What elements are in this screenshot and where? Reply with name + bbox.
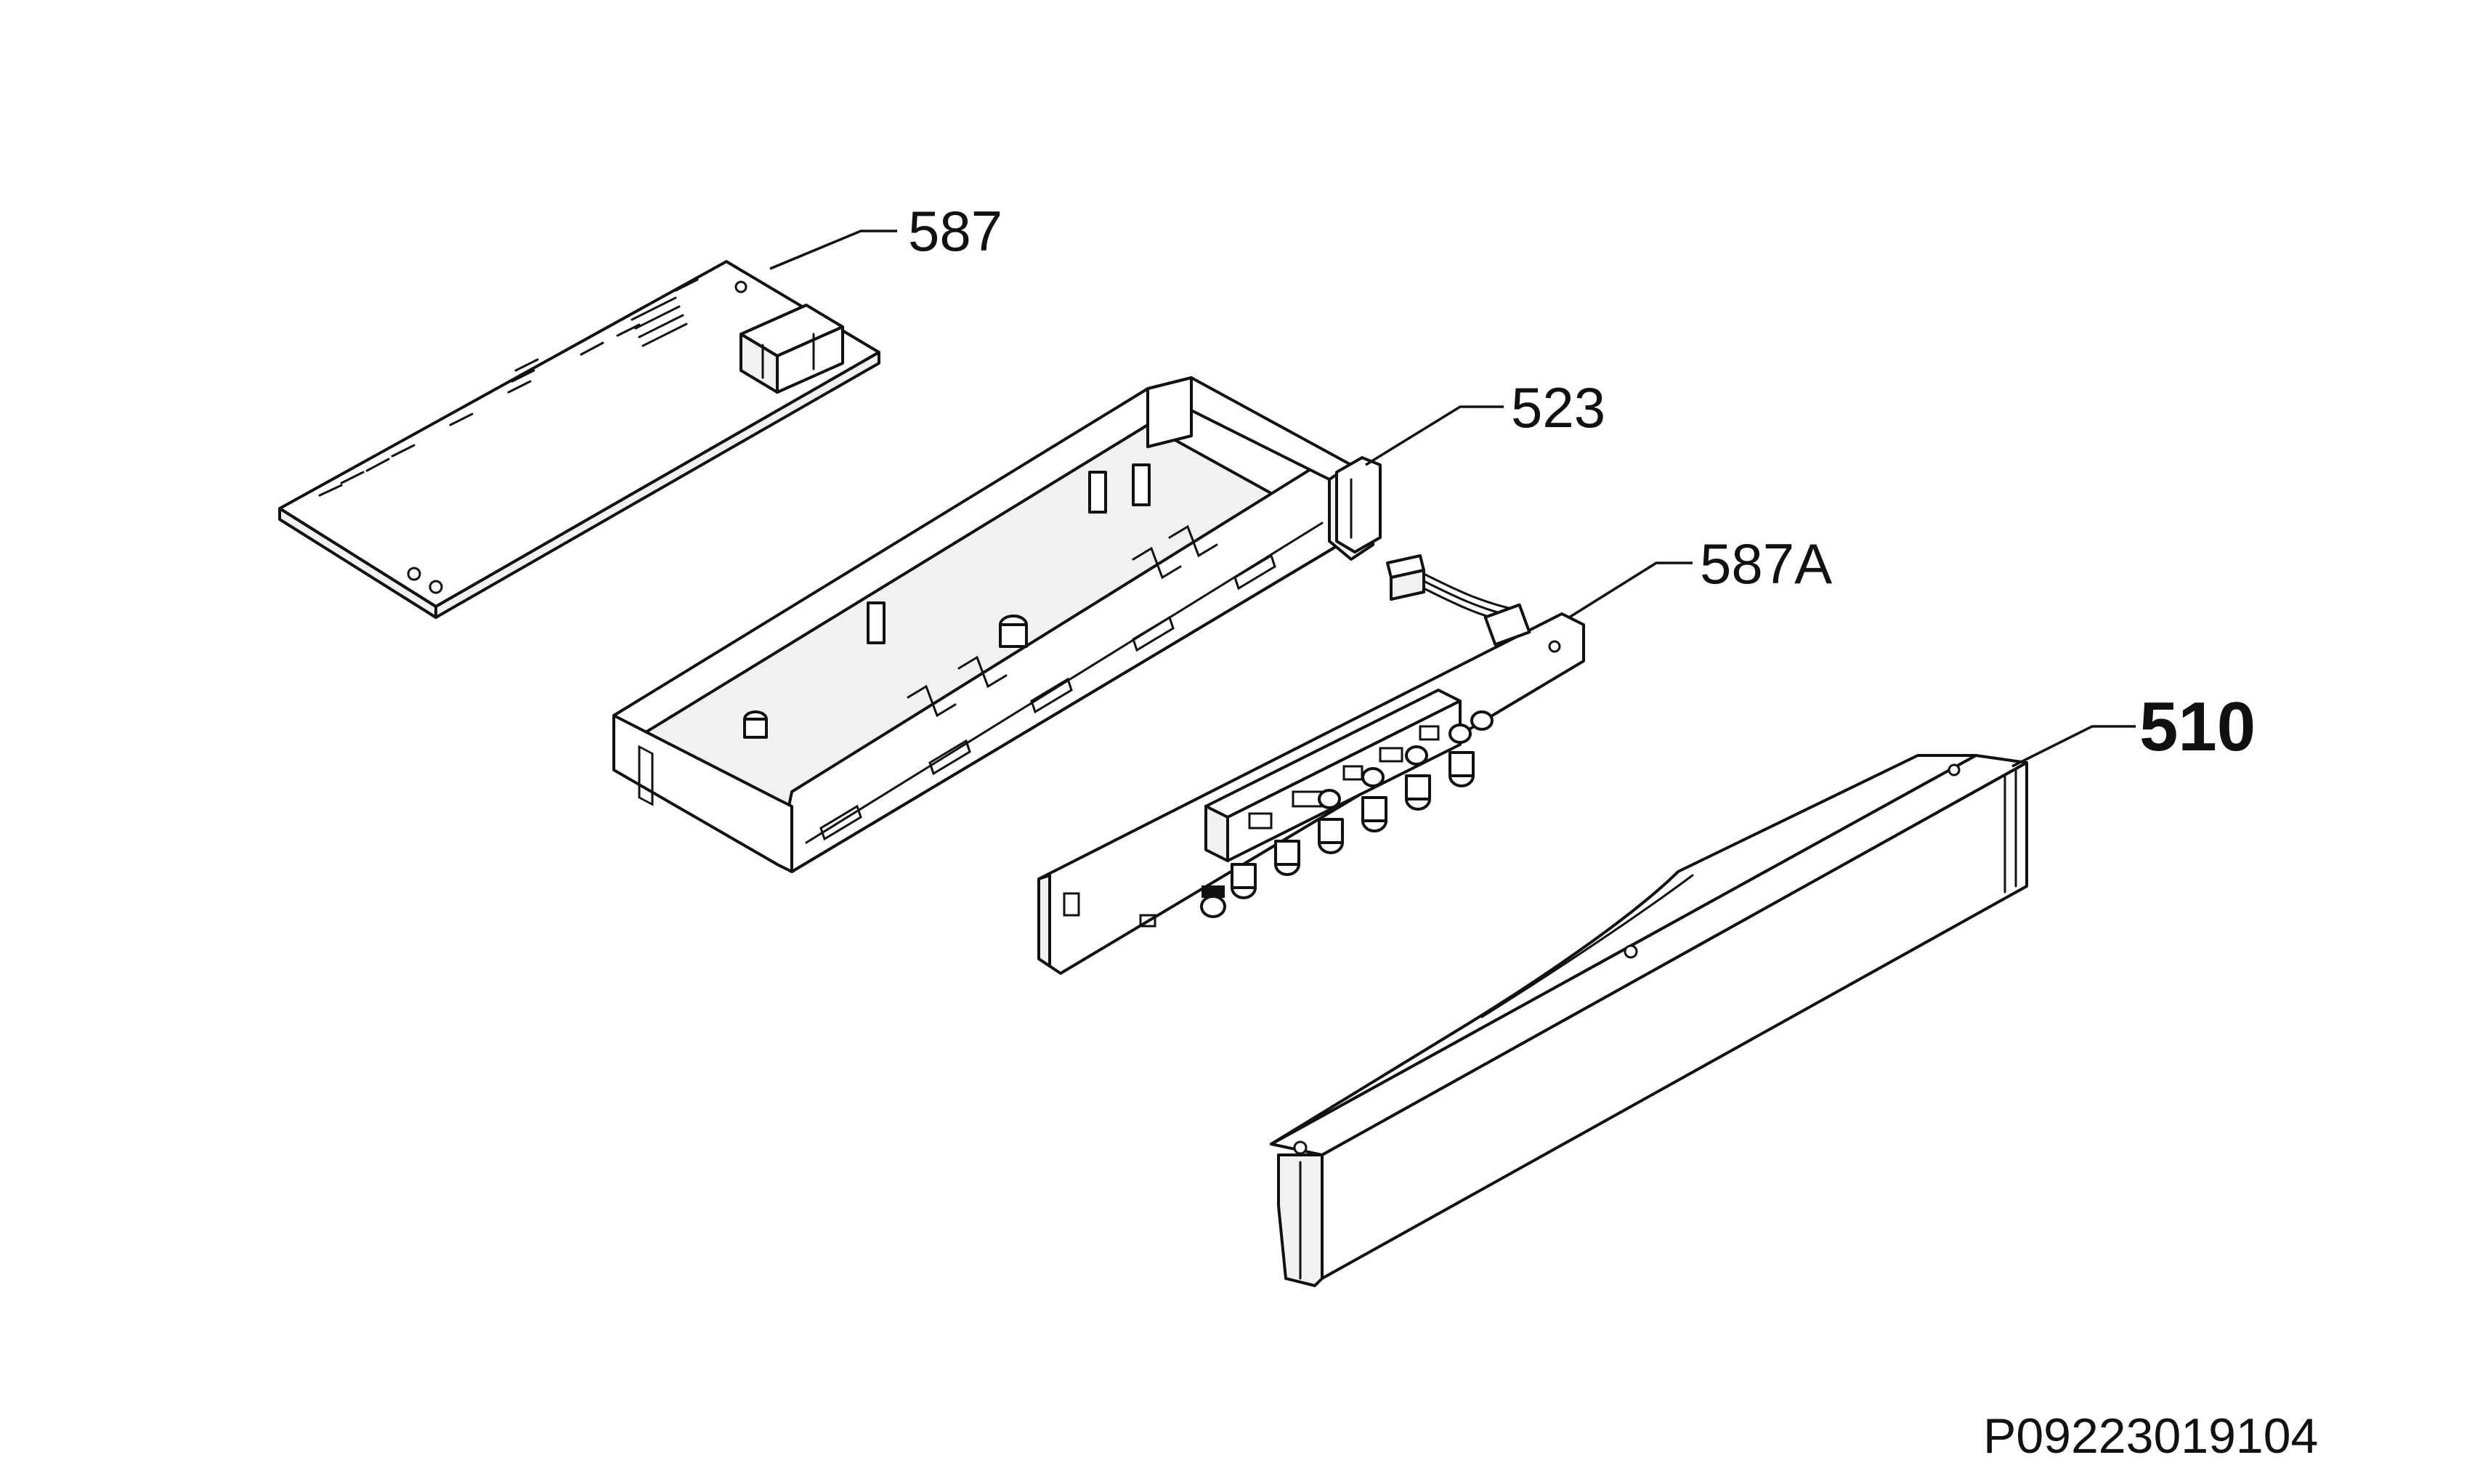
label-523: 523: [1511, 376, 1605, 439]
button-row: [1200, 710, 1494, 918]
part-510-front-panel[interactable]: [1270, 754, 2028, 1287]
label-587a: 587A: [1700, 532, 1832, 596]
callouts: 587 523 587A 510: [769, 199, 2256, 768]
part-587-circuit-board[interactable]: [278, 260, 880, 619]
part-523-housing[interactable]: [612, 376, 1382, 873]
part-587a-control-board[interactable]: [1037, 554, 1585, 975]
leader-587: [769, 230, 897, 270]
document-id: P09223019104: [1983, 1408, 2318, 1464]
label-587: 587: [908, 199, 1002, 263]
leader-587a: [1568, 561, 1693, 619]
leader-523: [1365, 405, 1504, 466]
leader-510: [2011, 725, 2136, 768]
label-510: 510: [2139, 688, 2256, 766]
